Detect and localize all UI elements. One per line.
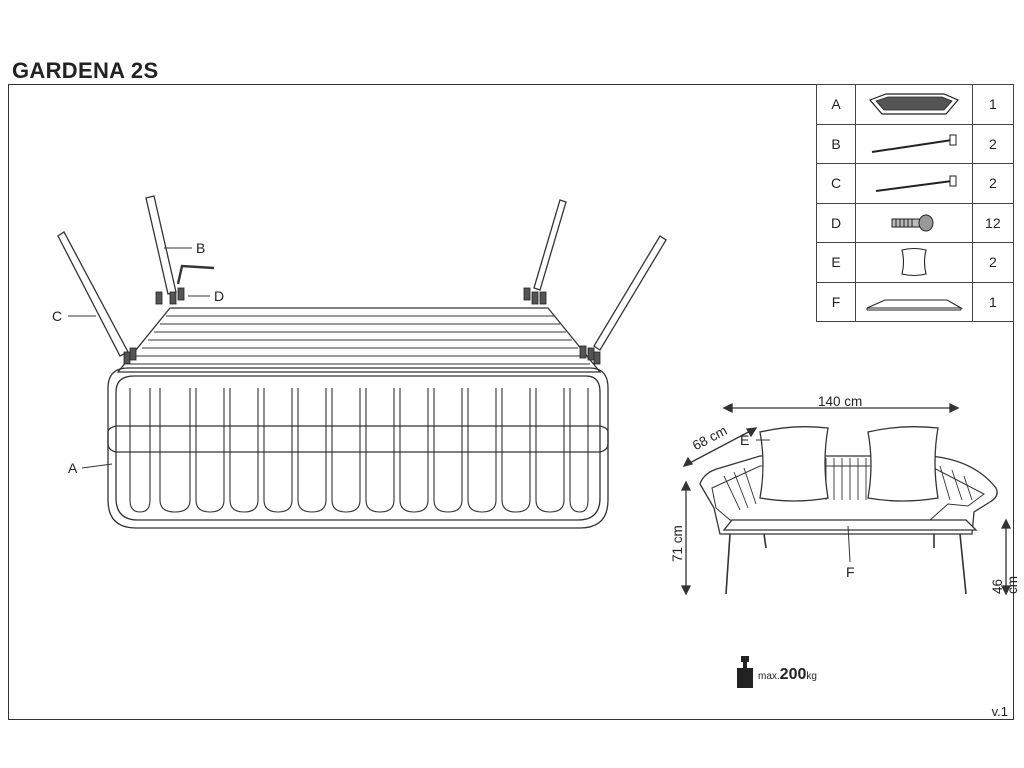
parts-row-c: C 2: [815, 163, 1015, 204]
long-leg-icon: [871, 134, 957, 153]
short-leg-icon: [875, 175, 957, 193]
document-title: GARDENA 2S: [12, 58, 159, 83]
width-dimension: 140 cm: [818, 394, 863, 409]
label-b: B: [196, 240, 206, 256]
part-qty: 12: [971, 202, 1015, 243]
part-letter: F: [815, 281, 857, 322]
label-a: A: [68, 460, 78, 476]
part-letter: E: [815, 242, 857, 283]
label-f: F: [846, 564, 855, 580]
max-load-prefix: max.: [758, 671, 780, 682]
seat-height-dimension: 46 cm: [990, 576, 1020, 594]
part-letter: C: [815, 163, 857, 204]
bolt-icon: [891, 214, 934, 232]
part-qty: 2: [971, 123, 1015, 164]
label-c: C: [52, 308, 63, 324]
sofa-product-view: [680, 402, 1012, 596]
parts-row-b: B 2: [815, 123, 1015, 164]
parts-row-d: D 12: [815, 202, 1015, 243]
part-qty: 1: [971, 281, 1015, 322]
wicker-seat-frame-icon: [868, 93, 959, 115]
seat-pad-icon: [866, 299, 963, 311]
weight-icon: [737, 656, 753, 688]
parts-row-f: F 1: [815, 281, 1015, 322]
max-load-value: 200: [779, 666, 807, 683]
part-letter: A: [815, 84, 857, 125]
part-qty: 2: [971, 242, 1015, 283]
version-label: v.1: [991, 704, 1008, 719]
max-load-unit: kg: [806, 671, 817, 682]
part-letter: B: [815, 123, 857, 164]
label-d: D: [214, 288, 225, 304]
parts-row-e: E 2: [815, 242, 1015, 283]
part-qty: 1: [971, 84, 1015, 125]
frame-underside-view: [57, 195, 667, 529]
height-dimension: 71 cm: [670, 525, 685, 562]
part-letter: D: [815, 202, 857, 243]
max-load: max.200kg: [736, 654, 856, 690]
drawing-frame: [8, 84, 1014, 720]
parts-table: A 1 B 2 C 2 D: [815, 84, 1015, 322]
cushion-icon: [901, 248, 927, 277]
parts-row-a: A 1: [815, 84, 1015, 125]
label-e: E: [740, 432, 750, 448]
part-qty: 2: [971, 163, 1015, 204]
